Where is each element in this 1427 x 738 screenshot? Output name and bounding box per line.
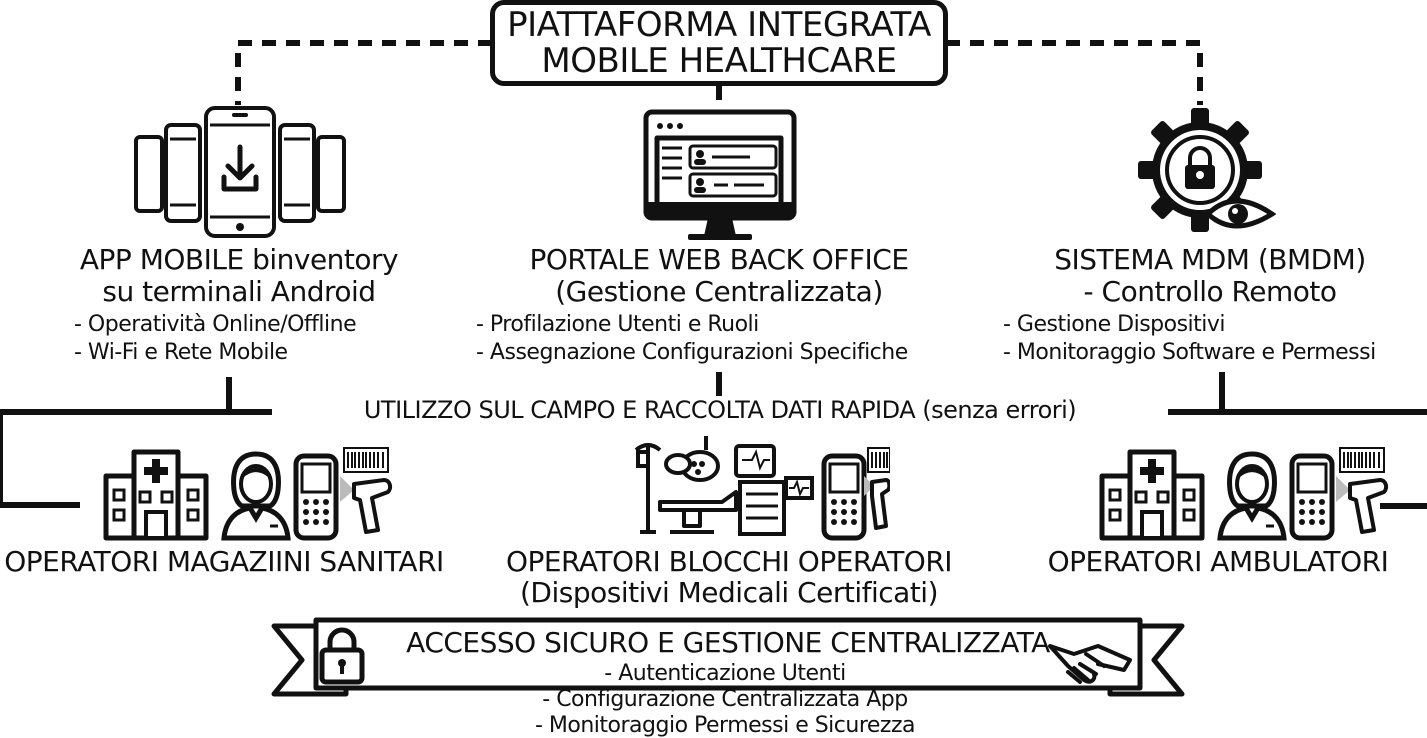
smartphones-download-icon — [134, 106, 346, 238]
web-portal-monitor-icon — [643, 109, 797, 240]
gear-lock-eye-icon — [1138, 108, 1276, 232]
title-line-2: MOBILE HEALTHCARE — [541, 41, 897, 81]
security-point-3: - Monitoraggio Permessi e Sicurezza — [534, 713, 916, 738]
title-box — [490, 0, 948, 86]
security-point-1: - Autenticazione Utenti — [604, 661, 846, 686]
padlock-icon — [319, 627, 365, 685]
handshake-icon — [1048, 644, 1132, 684]
col1-heading-line-2: su terminali Android — [102, 275, 376, 308]
handheld-scanner-icon — [821, 453, 867, 541]
col2-heading-line-1: PORTALE WEB BACK OFFICE — [529, 243, 909, 276]
group2-label-line-2: (Dispositivi Medicali Certificati) — [520, 576, 939, 609]
operator-woman-icon — [221, 451, 291, 541]
col3-heading-line-2: - Controllo Remoto — [1083, 275, 1337, 308]
col3-heading-line-1: SISTEMA MDM (BMDM) — [1054, 243, 1366, 276]
dashed-connector-left — [235, 40, 492, 105]
barcode-gun-icon — [1336, 447, 1389, 534]
col1-point-1: - Operatività Online/Offline — [74, 312, 357, 337]
col3-point-2: - Monitoraggio Software e Permessi — [1003, 340, 1376, 365]
col2-heading-line-2: (Gestione Centralizzata) — [555, 275, 883, 308]
group3-label: OPERATORI AMBULATORI — [1047, 545, 1389, 578]
barcode-gun-icon — [340, 447, 393, 534]
title-line-1: PIATTAFORMA INTEGRATA — [507, 5, 931, 45]
operating-room-icon — [634, 436, 814, 536]
operator-woman-icon — [1217, 451, 1287, 541]
hospital-icon — [103, 449, 209, 541]
group3-icons — [1099, 447, 1389, 541]
handheld-scanner-icon — [293, 453, 339, 541]
handheld-scanner-icon — [1289, 453, 1335, 541]
field-usage-banner: UTILIZZO SUL CAMPO E RACCOLTA DATI RAPID… — [357, 396, 1083, 424]
col1-heading-line-1: APP MOBILE binventory — [79, 243, 399, 276]
hospital-icon — [1099, 449, 1205, 541]
group1-icons — [103, 447, 393, 541]
group2-label-line-1: OPERATORI BLOCCHI OPERATORI — [505, 545, 953, 578]
security-point-2: - Configurazione Centralizzata App — [542, 687, 908, 712]
col1-point-2: - Wi-Fi e Rete Mobile — [74, 340, 288, 365]
col2-point-2: - Assegnazione Configurazioni Specifiche — [476, 340, 908, 365]
security-ribbon — [271, 617, 1185, 697]
group2-icons — [634, 436, 890, 541]
barcode-gun-icon — [864, 447, 890, 530]
bus-line-left — [0, 409, 272, 508]
dashed-connector-right — [946, 40, 1203, 105]
col2-point-1: - Profilazione Utenti e Ruoli — [476, 312, 759, 337]
col3-point-1: - Gestione Dispositivi — [1003, 312, 1226, 337]
field-usage-banner-text: UTILIZZO SUL CAMPO E RACCOLTA DATI RAPID… — [357, 396, 1083, 424]
security-title: ACCESSO SICURO E GESTIONE CENTRALIZZATA — [406, 626, 1050, 659]
group1-label: OPERATORI MAGAZIINI SANITARI — [4, 545, 444, 578]
